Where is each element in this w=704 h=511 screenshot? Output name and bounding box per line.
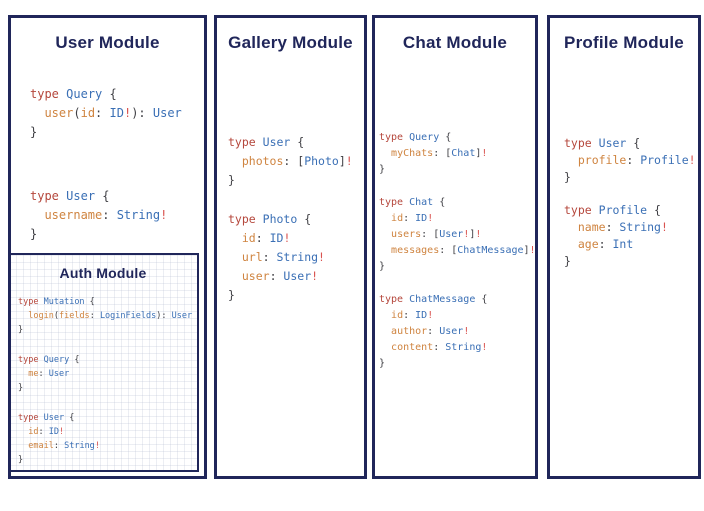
code-line: } <box>379 261 386 272</box>
code-block: type Profile { name: String! age: Int} <box>564 202 698 270</box>
code-snippet-user: type Query { user(id: ID!): User}type Us… <box>11 85 204 244</box>
code-line: id: ID! <box>391 213 434 224</box>
code-line: me: User <box>28 369 70 379</box>
code-line: user(id: ID!): User <box>44 106 182 120</box>
module-panel-auth: Auth Module type Mutation { login(fields… <box>11 253 199 472</box>
code-line: content: String! <box>391 342 488 353</box>
code-line: type Photo { <box>228 212 312 226</box>
code-line: id: ID! <box>28 427 65 437</box>
code-line: age: Int <box>577 237 634 251</box>
module-panel-chat: Chat Module type Query { myChats: [Chat]… <box>372 15 538 479</box>
code-line: type User { <box>30 189 110 203</box>
code-block: type User { username: String!} <box>30 187 204 244</box>
code-line: type Chat { <box>379 197 446 208</box>
code-block: type ChatMessage { id: ID! author: User!… <box>379 292 535 372</box>
code-line: type User { <box>228 135 305 149</box>
code-line: user: User! <box>241 269 319 283</box>
code-line: } <box>379 164 386 175</box>
code-line: login(fields: LoginFields): User <box>28 311 193 321</box>
module-panel-user: User Module type Query { user(id: ID!): … <box>8 15 207 479</box>
code-line: id: ID! <box>241 231 291 245</box>
module-title-user: User Module <box>55 33 160 52</box>
code-block: type Query { user(id: ID!): User} <box>30 85 204 142</box>
code-line: author: User! <box>391 326 470 337</box>
code-line: type ChatMessage { <box>379 294 488 305</box>
code-snippet-profile: type User { profile: Profile!}type Profi… <box>550 135 698 270</box>
module-panel-gallery: Gallery Module type User { photos: [Phot… <box>214 15 367 479</box>
code-line: email: String! <box>28 441 100 451</box>
code-line: type Query { <box>379 132 452 143</box>
code-line: type Mutation { <box>18 297 95 307</box>
code-line: } <box>228 288 235 302</box>
code-line: } <box>564 254 571 268</box>
code-line: type User { <box>18 413 75 423</box>
code-line: users: [User!]! <box>391 229 482 240</box>
code-line: } <box>564 170 571 184</box>
code-line: username: String! <box>44 208 168 222</box>
code-line: type Profile { <box>564 203 661 217</box>
code-line: } <box>379 358 386 369</box>
code-line: type User { <box>564 136 641 150</box>
code-block: type User { photos: [Photo]!} <box>228 133 364 190</box>
code-block: type Query { myChats: [Chat]!} <box>379 130 535 178</box>
code-block: type Chat { id: ID! users: [User!]! mess… <box>379 195 535 275</box>
code-line: url: String! <box>241 250 325 264</box>
code-line: type Query { <box>18 355 80 365</box>
code-block: type Query { me: User} <box>18 353 197 395</box>
code-line: myChats: [Chat]! <box>391 148 488 159</box>
code-line: } <box>18 325 24 335</box>
module-panel-profile: Profile Module type User { profile: Prof… <box>547 15 701 479</box>
code-line: } <box>18 383 24 393</box>
module-title-auth: Auth Module <box>59 265 147 281</box>
code-snippet-auth: type Mutation { login(fields: LoginField… <box>11 295 197 467</box>
module-title-profile: Profile Module <box>564 33 684 52</box>
code-line: photos: [Photo]! <box>241 154 353 168</box>
code-line: } <box>18 455 24 465</box>
code-line: messages: [ChatMessage]! <box>391 245 536 256</box>
code-line: id: ID! <box>391 310 434 321</box>
code-line: } <box>228 173 235 187</box>
code-block: type Mutation { login(fields: LoginField… <box>18 295 197 337</box>
module-title-chat: Chat Module <box>402 33 508 52</box>
code-snippet-chat: type Query { myChats: [Chat]!}type Chat … <box>375 130 535 372</box>
module-title-gallery: Gallery Module <box>228 33 353 52</box>
code-snippet-gallery: type User { photos: [Photo]!}type Photo … <box>217 133 364 305</box>
code-block: type User { profile: Profile!} <box>564 135 698 186</box>
code-line: } <box>30 125 38 139</box>
code-line: type Query { <box>30 87 117 101</box>
code-line: profile: Profile! <box>577 153 696 167</box>
code-line: name: String! <box>577 220 668 234</box>
code-block: type User { id: ID! email: String!} <box>18 411 197 467</box>
code-line: } <box>30 227 38 241</box>
code-block: type Photo { id: ID! url: String! user: … <box>228 210 364 305</box>
